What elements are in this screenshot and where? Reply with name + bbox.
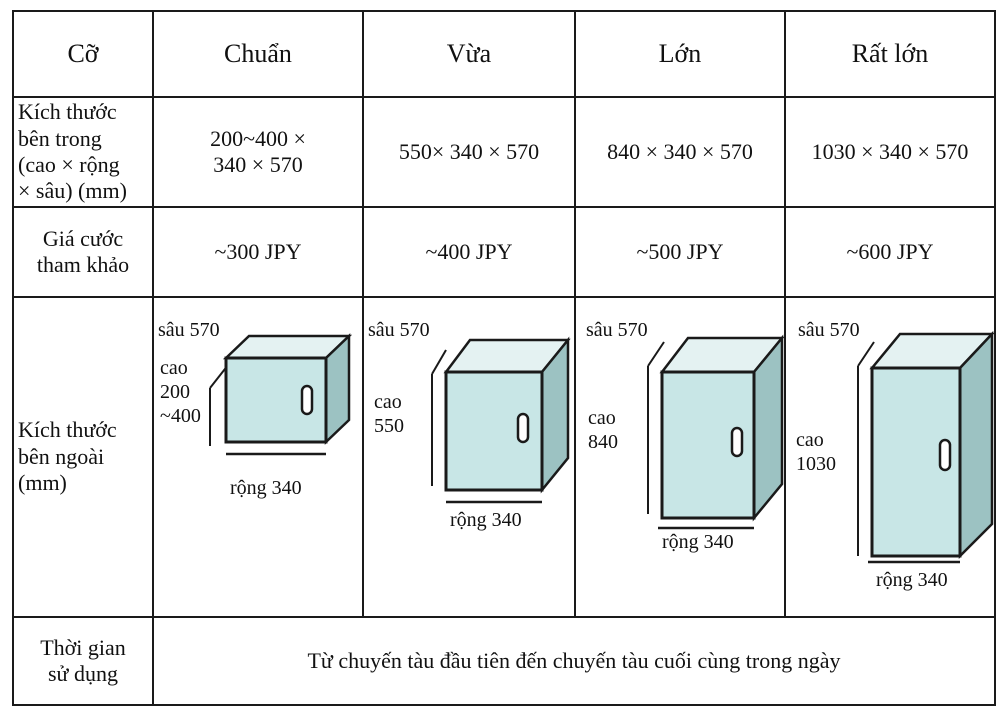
column-divider: [574, 10, 576, 618]
height-label: cao 840: [588, 406, 618, 454]
inner-size-label-line: × sâu) (mm): [18, 178, 127, 204]
depth-label: sâu 570: [798, 319, 860, 341]
height-label-line: cao: [160, 357, 188, 379]
inner-size-label-line: (cao × rộng: [18, 152, 120, 177]
header-size-label: Cỡ: [67, 39, 99, 69]
price-standard: ~300 JPY: [214, 238, 302, 264]
height-label-line: 550: [374, 415, 404, 437]
header-size-extra-large: Rất lớn: [851, 39, 929, 69]
outer-size-label-line: (mm): [18, 470, 67, 496]
price-label: Giá cước tham khảo: [14, 208, 152, 296]
price-medium: ~400 JPY: [425, 238, 513, 264]
table-border-top: [12, 10, 996, 12]
outer-size-label: Kích thước bên ngoài (mm): [14, 298, 152, 616]
header-size-standard: Chuẩn: [224, 39, 292, 69]
usage-time-label-line: sử dụng: [48, 661, 118, 686]
row-divider: [12, 96, 996, 98]
price-extra-large: ~600 JPY: [846, 238, 934, 264]
depth-label: sâu 570: [368, 319, 430, 341]
height-label-line: 200: [160, 381, 190, 403]
depth-label: sâu 570: [158, 319, 220, 341]
column-divider: [152, 10, 154, 706]
width-label: rộng 340: [230, 477, 302, 499]
height-label-line: cao: [588, 407, 616, 429]
height-label-line: ~400: [160, 405, 201, 427]
inner-size-label-line: bên trong: [18, 125, 102, 151]
price-large: ~500 JPY: [636, 238, 724, 264]
locker-illustration-medium: [431, 336, 571, 504]
row-divider: [12, 296, 996, 298]
usage-time-label-line: Thời gian: [40, 634, 126, 660]
width-label: rộng 340: [450, 509, 522, 531]
height-label-line: cao: [796, 429, 824, 451]
height-label-line: 840: [588, 431, 618, 453]
row-divider: [12, 616, 996, 618]
inner-size-extra-large: 1030 × 340 × 570: [811, 138, 969, 164]
locker-illustration-standard: [209, 333, 353, 456]
price-label-line: Giá cước: [42, 225, 124, 251]
inner-size-medium: 550× 340 × 570: [398, 138, 540, 164]
height-label: cao 550: [374, 390, 404, 438]
table-border-right: [994, 10, 996, 706]
table-border-bottom: [12, 704, 996, 706]
row-divider: [12, 206, 996, 208]
column-divider: [784, 10, 786, 618]
locker-size-table: Cỡ Chuẩn Vừa Lớn Rất lớn Kích thước bên …: [12, 10, 996, 706]
height-label: cao 200 ~400: [160, 356, 201, 428]
depth-label: sâu 570: [586, 319, 648, 341]
locker-illustration-large: [647, 334, 785, 530]
price-label-line: tham khảo: [36, 252, 130, 277]
usage-time-value: Từ chuyến tàu đầu tiên đến chuyến tàu cu…: [307, 647, 841, 673]
inner-size-large: 840 × 340 × 570: [607, 138, 753, 164]
table-border-left: [12, 10, 14, 706]
width-label: rộng 340: [876, 569, 948, 591]
height-label-line: cao: [374, 391, 402, 413]
height-label: cao 1030: [796, 428, 836, 476]
outer-size-label-line: Kích thước: [18, 417, 117, 443]
width-label: rộng 340: [662, 531, 734, 553]
header-size-large: Lớn: [658, 39, 702, 69]
locker-illustration-extra-large: [857, 330, 995, 564]
column-divider: [362, 10, 364, 618]
header-size-medium: Vừa: [446, 39, 492, 69]
inner-size-standard: 200~400 × 340 × 570: [210, 125, 306, 177]
usage-time-label: Thời gian sử dụng: [14, 618, 152, 704]
inner-size-label: Kích thước bên trong (cao × rộng × sâu) …: [14, 98, 152, 206]
height-label-line: 1030: [796, 453, 836, 475]
outer-size-label-line: bên ngoài: [18, 443, 105, 469]
inner-size-label-line: Kích thước: [18, 99, 117, 125]
